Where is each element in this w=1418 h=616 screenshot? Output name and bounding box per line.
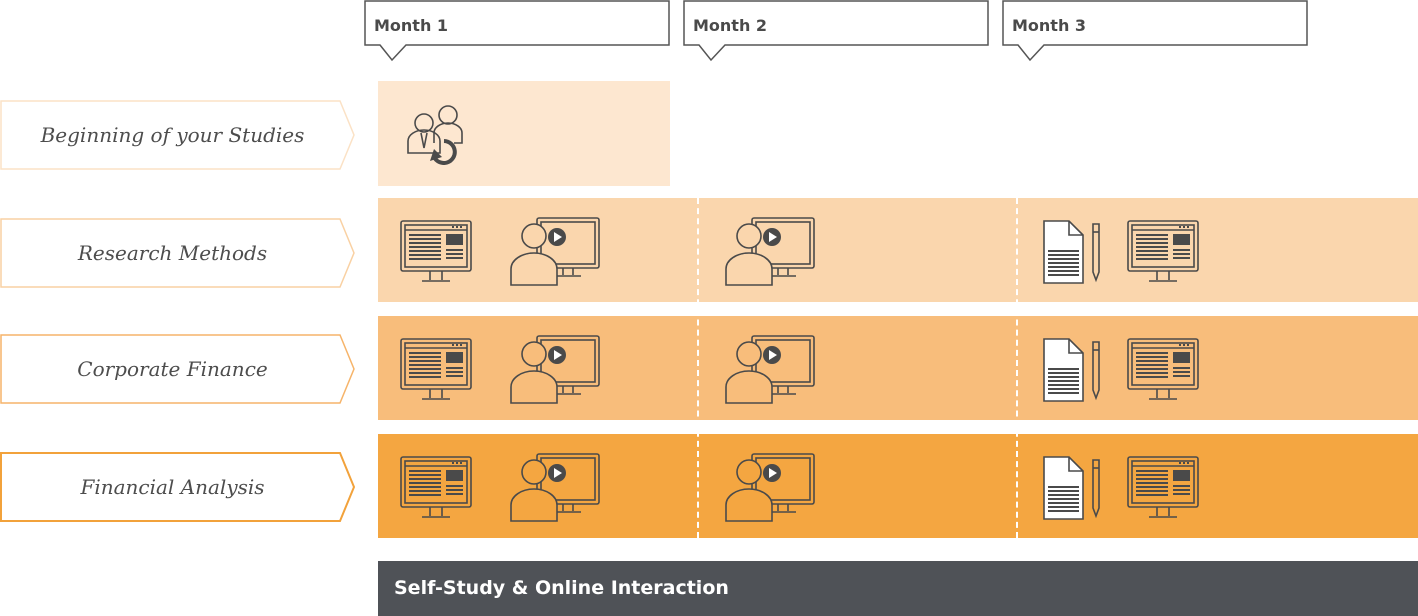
row-label-corporate-finance: Corporate Finance bbox=[0, 334, 356, 404]
video-lecture-icon bbox=[722, 217, 818, 291]
month-label: Month 2 bbox=[693, 16, 768, 35]
month-label: Month 3 bbox=[1012, 16, 1087, 35]
paper-pen-icon bbox=[1043, 338, 1101, 408]
row-label-text: Financial Analysis bbox=[80, 475, 265, 499]
footer-bar: Self-Study & Online Interaction bbox=[378, 561, 1418, 616]
row-label-research-methods: Research Methods bbox=[0, 218, 356, 288]
row-label-financial-analysis: Financial Analysis bbox=[0, 452, 356, 522]
arrow-box-shape bbox=[0, 100, 355, 170]
monitor-document-icon bbox=[400, 220, 472, 290]
monitor-document-icon bbox=[1127, 220, 1199, 290]
callout-shape bbox=[1002, 0, 1308, 62]
month-label: Month 1 bbox=[374, 16, 449, 35]
row-label-text: Corporate Finance bbox=[77, 357, 268, 381]
monitor-document-icon bbox=[400, 456, 472, 526]
video-lecture-icon bbox=[722, 335, 818, 409]
row-label-text: Research Methods bbox=[77, 241, 268, 265]
row-label-text: Beginning of your Studies bbox=[40, 123, 305, 147]
month-divider bbox=[1016, 198, 1018, 538]
monitor-document-icon bbox=[1127, 338, 1199, 408]
video-lecture-icon bbox=[507, 217, 603, 291]
month-divider bbox=[697, 198, 699, 538]
callout-shape bbox=[683, 0, 989, 62]
callout-shape bbox=[364, 0, 670, 62]
video-lecture-icon bbox=[507, 453, 603, 527]
arrow-box-shape bbox=[0, 334, 355, 404]
video-lecture-icon bbox=[507, 335, 603, 409]
paper-pen-icon bbox=[1043, 456, 1101, 526]
row-label-beginning: Beginning of your Studies bbox=[0, 100, 356, 170]
arrow-box-shape bbox=[0, 452, 356, 522]
people-cycle-icon bbox=[407, 105, 463, 165]
paper-pen-icon bbox=[1043, 220, 1101, 290]
monitor-document-icon bbox=[1127, 456, 1199, 526]
footer-label: Self-Study & Online Interaction bbox=[394, 577, 729, 599]
arrow-box-shape bbox=[0, 218, 355, 288]
video-lecture-icon bbox=[722, 453, 818, 527]
monitor-document-icon bbox=[400, 338, 472, 408]
